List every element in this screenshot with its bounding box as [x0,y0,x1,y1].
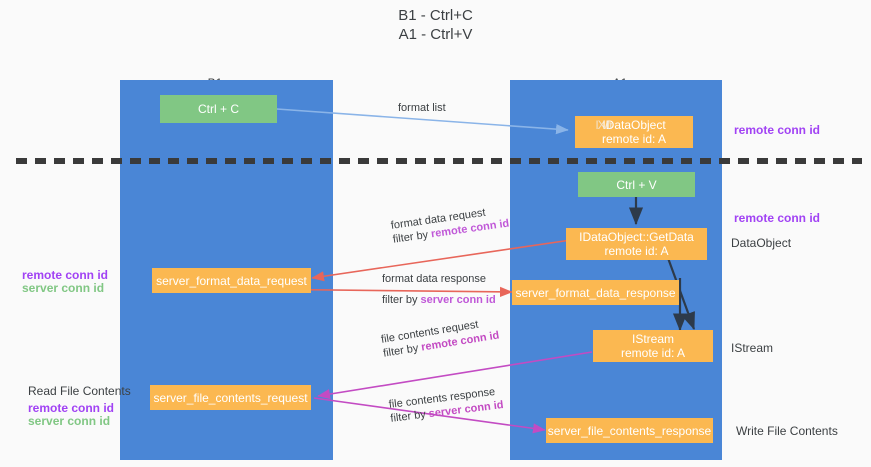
left-label-server-conn-id-bottom: server conn id [28,414,111,428]
edge-label-format-list-text: format list [398,102,446,114]
node-server-file-contents-request-label: server_file_contents_request [153,390,308,405]
node-server-format-data-response[interactable]: server_format_data_response [512,280,679,305]
node-server-format-data-response-label: server_format_data_response [515,285,676,300]
right-label-remote-conn-id-mid: remote conn id [734,211,821,225]
node-getdata-sub: remote id: A [604,244,669,258]
node-idataobject-label-wrap: IX/fr IDataObject [595,118,666,132]
left-label-remote-conn-id-bottom: remote conn id [28,401,115,415]
node-server-file-contents-request[interactable]: server_file_contents_request [150,385,311,410]
edge-label-fdr-prefix: filter by [382,294,421,306]
right-label-istream: IStream [731,341,774,355]
node-idataobject[interactable]: IX/fr IDataObject remote id: A [575,116,693,148]
edge-label-format-data-response-line2: filter by server conn id [382,293,496,307]
node-server-format-data-request-label: server_format_data_request [156,273,307,288]
node-server-format-data-request[interactable]: server_format_data_request [152,268,311,293]
node-istream[interactable]: IStream remote id: A [593,330,713,362]
edge-label-format-data-request: format data request filter by remote con… [390,203,510,247]
edge-label-fdq-prefix: filter by [392,228,432,246]
right-label-write-file-contents: Write File Contents [736,424,838,438]
node-ctrl-c[interactable]: Ctrl + C [160,95,277,123]
edge-label-format-data-response: format data response filter by server co… [382,272,496,307]
node-ctrl-v[interactable]: Ctrl + V [578,172,695,197]
node-idataobject-sub: remote id: A [601,132,667,146]
node-ctrl-c-label: Ctrl + C [197,102,239,116]
left-label-server-conn-id-mid: server conn id [22,281,105,295]
node-getdata-label: IDataObject::GetData [579,230,694,244]
node-istream-label: IStream [631,332,674,346]
left-label-remote-conn-id-mid: remote conn id [22,268,109,282]
right-label-dataobject: DataObject [731,236,792,250]
edge-label-format-list: format list [398,101,446,115]
edge-label-fcr-prefix: filter by [389,408,430,425]
edge-label-file-contents-response: file contents response filter by server … [388,384,504,426]
node-getdata[interactable]: IDataObject::GetData remote id: A [566,228,707,260]
edge-label-fdr-key: server conn id [420,294,496,306]
node-server-file-contents-response[interactable]: server_file_contents_response [546,418,713,443]
edge-label-file-contents-request: file contents request filter by remote c… [380,315,500,361]
node-ctrl-v-label: Ctrl + V [616,177,657,192]
page-title: B1 - Ctrl+C A1 - Ctrl+V [398,7,473,43]
edge-label-format-data-response-line1: format data response [382,273,486,285]
node-idataobject-ghost: IX/fr [595,118,613,132]
right-label-remote-conn-id-top: remote conn id [734,123,821,137]
node-server-file-contents-response-label: server_file_contents_response [547,423,712,438]
node-idataobject-label: IDataObject [602,118,666,132]
left-label-read-file-contents: Read File Contents [28,384,131,398]
node-istream-sub: remote id: A [620,346,686,360]
